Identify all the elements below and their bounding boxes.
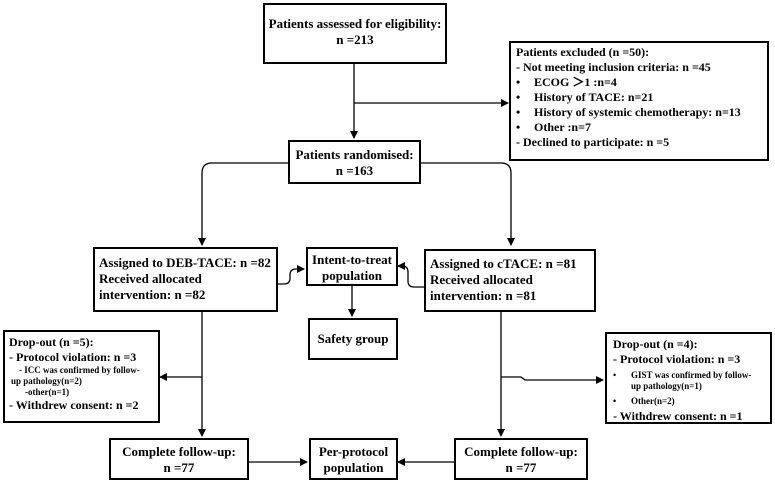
excluded-chemo: History of systemic chemotherapy: n=13 bbox=[516, 105, 767, 120]
excluded-not-meeting: - Not meeting inclusion criteria: n =45 bbox=[516, 60, 711, 74]
excluded-box: Patients excluded (n =50): - Not meeting… bbox=[509, 41, 769, 161]
deb-tace-box: Assigned to DEB-TACE: n =82 Received all… bbox=[93, 247, 278, 312]
per-protocol-box: Per-protocol population bbox=[309, 438, 398, 480]
ctace-intervention: intervention: n =81 bbox=[430, 288, 537, 303]
itt-line1: Intent-to-treat bbox=[312, 252, 392, 267]
followup-right-title: Complete follow-up: bbox=[464, 444, 578, 459]
dropout-right-title: Drop-out (n =4): bbox=[613, 337, 698, 351]
ctace-received: Received allocated bbox=[430, 272, 533, 287]
itt-box: Intent-to-treat population bbox=[306, 247, 398, 286]
dropout-left-protocol: - Protocol violation: n =3 bbox=[9, 350, 137, 364]
per-protocol-line2: population bbox=[323, 460, 384, 475]
dropout-right-withdrew: - Withdrew consent: n =1 bbox=[613, 409, 743, 423]
dropout-right-gist-text: GIST was confirmed by follow- bbox=[631, 370, 752, 380]
followup-left-count: n =77 bbox=[163, 460, 195, 475]
safety-box: Safety group bbox=[308, 318, 398, 360]
followup-right-count: n =77 bbox=[505, 460, 537, 475]
excluded-declined: - Declined to participate: n =5 bbox=[516, 135, 670, 149]
per-protocol-line1: Per-protocol bbox=[318, 444, 389, 459]
dropout-right-protocol: - Protocol violation: n =3 bbox=[613, 352, 741, 366]
ctace-box: Assigned to cTACE: n =81 Received alloca… bbox=[424, 249, 596, 312]
deb-assigned: Assigned to DEB-TACE: n =82 bbox=[99, 255, 271, 270]
dropout-right-other: •Other(n=2) bbox=[613, 396, 675, 406]
itt-line2: population bbox=[322, 268, 382, 283]
dropout-left-other: -other(n=1) bbox=[25, 387, 70, 397]
followup-left-box: Complete follow-up: n =77 bbox=[109, 438, 249, 480]
randomised-title: Patients randomised: bbox=[295, 147, 414, 162]
followup-left-title: Complete follow-up: bbox=[122, 444, 236, 459]
excluded-ecog: ECOG ＞1 :n=4 bbox=[516, 75, 767, 90]
eligibility-box: Patients assessed for eligibility: n =21… bbox=[263, 3, 447, 64]
dropout-left-icc-cont: up pathology(n=2) bbox=[11, 376, 82, 386]
excluded-other: Other :n=7 bbox=[516, 120, 767, 135]
ctace-assigned: Assigned to cTACE: n =81 bbox=[430, 256, 577, 271]
excluded-title: Patients excluded (n =50): bbox=[516, 45, 650, 59]
eligibility-count: n =213 bbox=[336, 32, 374, 47]
dropout-right-gist: •GIST was confirmed by follow- bbox=[613, 370, 752, 380]
randomised-box: Patients randomised: n =163 bbox=[288, 140, 421, 184]
dropout-left-title: Drop-out (n =5): bbox=[9, 335, 94, 349]
excluded-tace: History of TACE: n=21 bbox=[516, 90, 767, 105]
dropout-right-other-text: Other(n=2) bbox=[631, 396, 675, 406]
dropout-left-box: Drop-out (n =5): - Protocol violation: n… bbox=[3, 330, 160, 423]
followup-right-box: Complete follow-up: n =77 bbox=[454, 438, 588, 480]
dropout-right-box: Drop-out (n =4): - Protocol violation: n… bbox=[605, 332, 772, 424]
dropout-right-gist-cont: up pathology(n=1) bbox=[631, 381, 702, 391]
dropout-left-icc: - ICC was confirmed by follow- bbox=[19, 365, 140, 375]
deb-received: Received allocated bbox=[99, 271, 202, 286]
deb-intervention: intervention: n =82 bbox=[99, 287, 206, 302]
dropout-left-withdrew: - Withdrew consent: n =2 bbox=[9, 398, 139, 412]
eligibility-title: Patients assessed for eligibility: bbox=[268, 16, 442, 31]
randomised-count: n =163 bbox=[335, 163, 374, 178]
safety-label: Safety group bbox=[317, 331, 389, 346]
